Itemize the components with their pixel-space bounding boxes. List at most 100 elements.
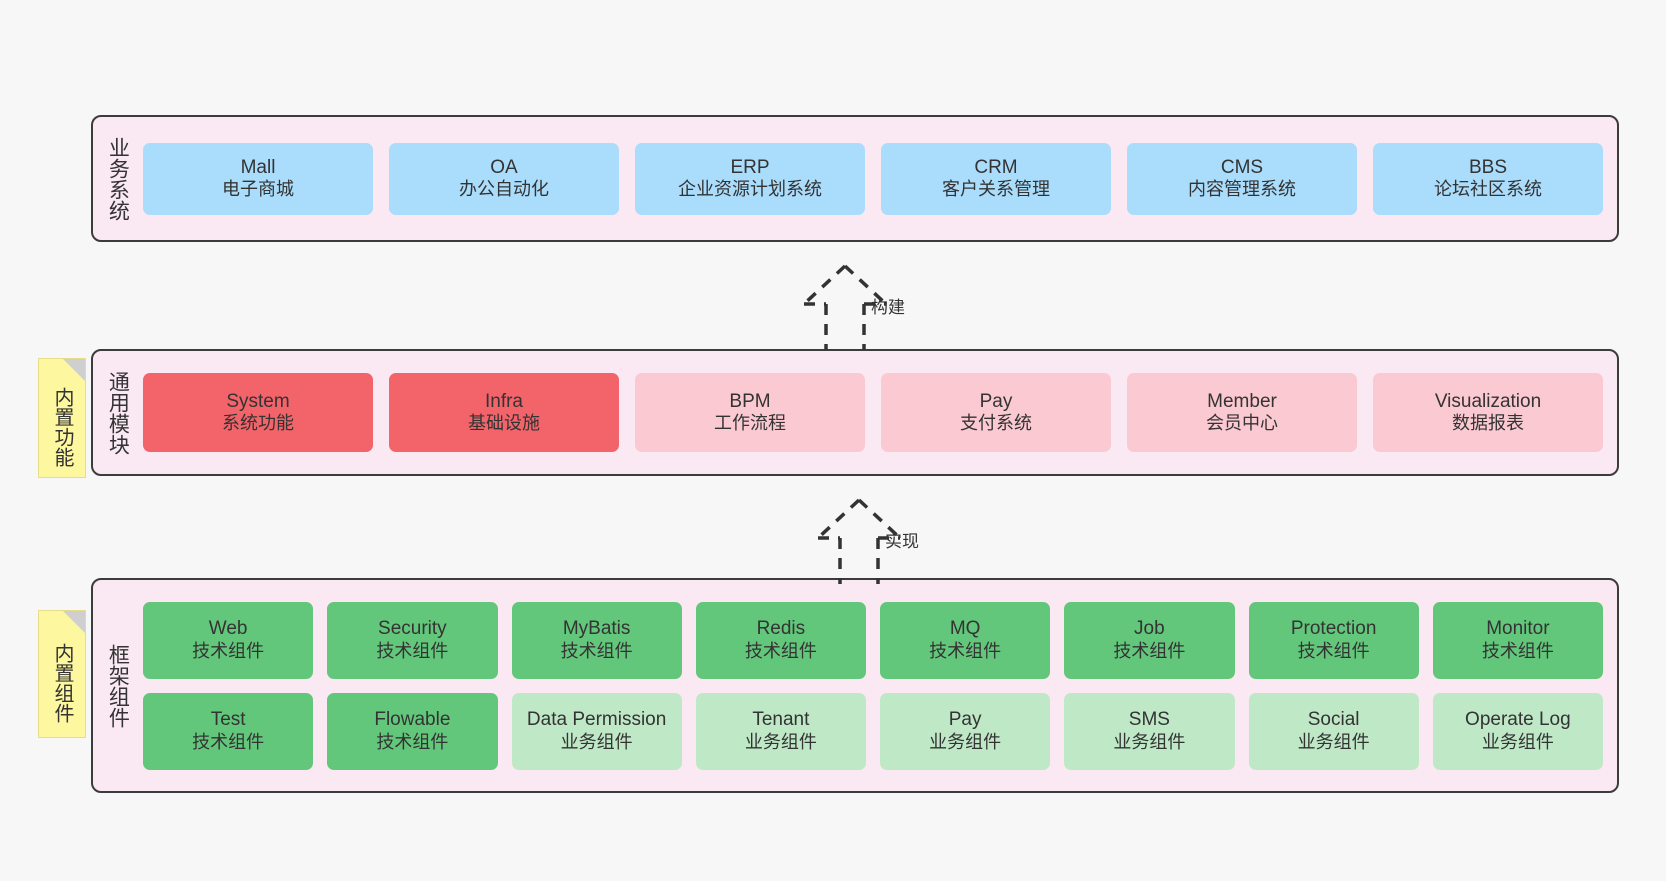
card-data-permission[interactable]: Data Permission 业务组件 xyxy=(511,692,682,770)
layer-body-common-modules: System 系统功能 Infra 基础设施 BPM 工作流程 Pay 支付系统… xyxy=(141,351,1617,474)
layer-business-systems: 业务系统 Mall 电子商城 OA 办公自动化 ERP 企业资源计划系统 CRM… xyxy=(91,115,1619,242)
card-operate-log[interactable]: Operate Log 业务组件 xyxy=(1432,692,1603,770)
card-title: CMS xyxy=(1220,156,1264,178)
note-label: 内置组件 xyxy=(51,643,73,723)
card-title: Web xyxy=(208,618,248,640)
card-security[interactable]: Security 技术组件 xyxy=(327,601,498,679)
card-subtitle: 内容管理系统 xyxy=(1188,179,1296,200)
card-title: Pay xyxy=(948,709,982,731)
card-title: Infra xyxy=(484,390,524,412)
card-subtitle: 技术组件 xyxy=(376,640,449,661)
card-title: Pay xyxy=(979,390,1013,412)
card-title: CRM xyxy=(974,156,1018,178)
card-subtitle: 技术组件 xyxy=(1113,640,1186,661)
card-subtitle: 技术组件 xyxy=(1481,640,1554,661)
card-subtitle: 技术组件 xyxy=(376,731,449,752)
card-title: Member xyxy=(1207,390,1277,412)
card-title: BPM xyxy=(729,390,771,412)
card-title: OA xyxy=(490,156,518,178)
connector-implement-label: 实现 xyxy=(883,527,921,552)
card-title: SMS xyxy=(1128,709,1170,731)
card-subtitle: 技术组件 xyxy=(560,640,633,661)
card-infra[interactable]: Infra 基础设施 xyxy=(389,373,619,452)
card-title: Protection xyxy=(1290,618,1377,640)
card-subtitle: 办公自动化 xyxy=(459,179,549,200)
card-bpm[interactable]: BPM 工作流程 xyxy=(635,373,865,452)
note-builtin-function: 内置功能 xyxy=(38,358,86,478)
card-title: Social xyxy=(1307,709,1360,731)
card-row: Web 技术组件 Security 技术组件 MyBatis 技术组件 Redi… xyxy=(143,601,1603,679)
card-subtitle: 数据报表 xyxy=(1452,413,1524,434)
card-mq[interactable]: MQ 技术组件 xyxy=(880,601,1051,679)
card-title: Data Permission xyxy=(526,709,667,731)
card-sms[interactable]: SMS 业务组件 xyxy=(1064,692,1235,770)
layer-body-business-systems: Mall 电子商城 OA 办公自动化 ERP 企业资源计划系统 CRM 客户关系… xyxy=(141,117,1617,240)
card-test[interactable]: Test 技术组件 xyxy=(143,692,314,770)
card-title: MyBatis xyxy=(562,618,631,640)
connector-build-label: 构建 xyxy=(869,293,907,318)
card-subtitle: 基础设施 xyxy=(468,413,540,434)
card-subtitle: 工作流程 xyxy=(714,413,786,434)
card-subtitle: 业务组件 xyxy=(929,731,1002,752)
card-cms[interactable]: CMS 内容管理系统 xyxy=(1127,142,1357,215)
layer-framework-components: 框架组件 Web 技术组件 Security 技术组件 MyBatis 技术组件… xyxy=(91,578,1619,793)
card-subtitle: 技术组件 xyxy=(929,640,1002,661)
card-title: Security xyxy=(378,618,447,640)
layer-common-modules: 通用模块 System 系统功能 Infra 基础设施 BPM 工作流程 Pay… xyxy=(91,349,1619,476)
note-builtin-component: 内置组件 xyxy=(38,610,86,738)
card-subtitle: 支付系统 xyxy=(960,413,1032,434)
layer-title-framework-components: 框架组件 xyxy=(106,643,130,728)
card-title: Job xyxy=(1134,618,1165,640)
card-title: Tenant xyxy=(752,709,810,731)
card-redis[interactable]: Redis 技术组件 xyxy=(695,601,866,679)
card-title: Flowable xyxy=(374,709,451,731)
card-subtitle: 业务组件 xyxy=(1481,731,1554,752)
connector-implement-arrow-icon xyxy=(814,496,904,588)
card-flowable[interactable]: Flowable 技术组件 xyxy=(327,692,498,770)
card-subtitle: 技术组件 xyxy=(1297,640,1370,661)
card-subtitle: 企业资源计划系统 xyxy=(678,179,822,200)
card-job[interactable]: Job 技术组件 xyxy=(1064,601,1235,679)
card-crm[interactable]: CRM 客户关系管理 xyxy=(881,142,1111,215)
card-monitor[interactable]: Monitor 技术组件 xyxy=(1432,601,1603,679)
card-subtitle: 技术组件 xyxy=(192,640,265,661)
card-tenant[interactable]: Tenant 业务组件 xyxy=(695,692,866,770)
card-title: Operate Log xyxy=(1465,709,1571,731)
card-visualization[interactable]: Visualization 数据报表 xyxy=(1373,373,1603,452)
card-mybatis[interactable]: MyBatis 技术组件 xyxy=(511,601,682,679)
card-protection[interactable]: Protection 技术组件 xyxy=(1248,601,1419,679)
card-pay-business[interactable]: Pay 业务组件 xyxy=(880,692,1051,770)
note-fold-corner-icon xyxy=(63,359,85,381)
connector-build-arrow-icon xyxy=(800,262,890,354)
card-subtitle: 技术组件 xyxy=(192,731,265,752)
card-subtitle: 业务组件 xyxy=(560,731,633,752)
card-title: BBS xyxy=(1468,156,1508,178)
card-subtitle: 业务组件 xyxy=(744,731,817,752)
card-row: Mall 电子商城 OA 办公自动化 ERP 企业资源计划系统 CRM 客户关系… xyxy=(143,142,1603,215)
note-label: 内置功能 xyxy=(51,387,73,467)
note-fold-corner-icon xyxy=(63,611,85,633)
card-title: System xyxy=(226,390,290,412)
card-pay[interactable]: Pay 支付系统 xyxy=(881,373,1111,452)
card-subtitle: 系统功能 xyxy=(222,413,294,434)
card-social[interactable]: Social 业务组件 xyxy=(1248,692,1419,770)
layer-title-business-systems: 业务系统 xyxy=(106,136,130,221)
card-title: Monitor xyxy=(1486,618,1550,640)
card-title: Visualization xyxy=(1434,390,1542,412)
card-row: System 系统功能 Infra 基础设施 BPM 工作流程 Pay 支付系统… xyxy=(143,373,1603,452)
card-system[interactable]: System 系统功能 xyxy=(143,373,373,452)
card-oa[interactable]: OA 办公自动化 xyxy=(389,142,619,215)
card-web[interactable]: Web 技术组件 xyxy=(143,601,314,679)
card-title: MQ xyxy=(949,618,981,640)
card-subtitle: 会员中心 xyxy=(1206,413,1278,434)
card-subtitle: 业务组件 xyxy=(1297,731,1370,752)
card-subtitle: 技术组件 xyxy=(744,640,817,661)
card-title: Redis xyxy=(756,618,806,640)
card-subtitle: 论坛社区系统 xyxy=(1434,179,1542,200)
card-subtitle: 客户关系管理 xyxy=(942,179,1050,200)
card-bbs[interactable]: BBS 论坛社区系统 xyxy=(1373,142,1603,215)
card-title: ERP xyxy=(730,156,770,178)
card-member[interactable]: Member 会员中心 xyxy=(1127,373,1357,452)
card-mall[interactable]: Mall 电子商城 xyxy=(143,142,373,215)
card-erp[interactable]: ERP 企业资源计划系统 xyxy=(635,142,865,215)
